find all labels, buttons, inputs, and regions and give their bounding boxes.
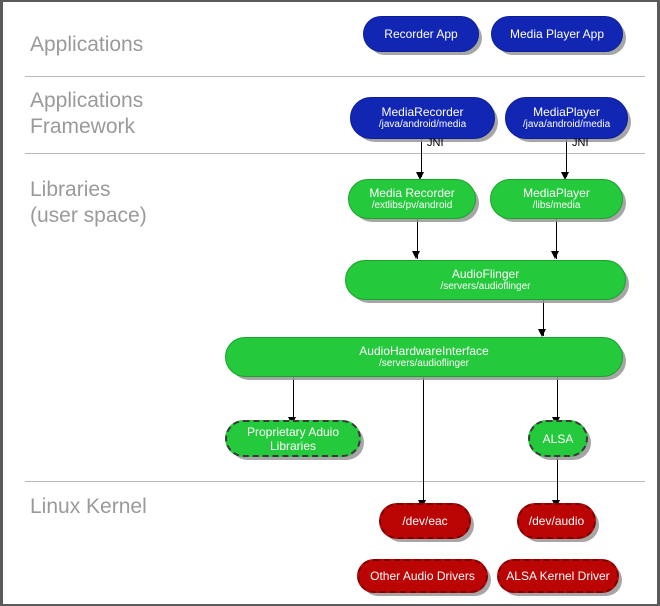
node-dev-eac-title: /dev/eac (402, 514, 448, 528)
node-mediaplayer-lib-title: MediaPlayer (523, 186, 590, 200)
node-mediarecorder-framework-title: MediaRecorder (381, 105, 464, 119)
connector-hardwareinterface-to-proprietary (293, 377, 294, 425)
node-mediaplayer-lib[interactable]: MediaPlayer /libs/media (490, 179, 623, 219)
node-audiohardwareinterface[interactable]: AudioHardwareInterface /servers/audiofli… (225, 337, 623, 377)
edge-label-jni-recorder: JNI (427, 137, 444, 149)
node-proprietary-audio-libs-title: Proprietary Aduio (246, 424, 340, 439)
node-proprietary-audio-libs[interactable]: Proprietary Aduio Libraries (225, 420, 361, 457)
node-dev-audio[interactable]: /dev/audio (517, 503, 596, 539)
node-media-recorder-lib-path: /extlibs/pv/android (371, 200, 453, 211)
arrowhead-mediarecorder-jni (416, 172, 424, 180)
node-media-player-app[interactable]: Media Player App (491, 16, 623, 52)
arrowhead-mediaplayer-to-audioflinger (551, 251, 559, 259)
arrowhead-audioflinger-to-hardwareinterface (538, 329, 546, 337)
node-mediaplayer-framework-path: /java/android/media (522, 119, 611, 130)
node-media-player-app-title: Media Player App (509, 27, 605, 41)
layer-label-applications-framework: Applications Framework (30, 89, 144, 138)
divider-applications (25, 76, 645, 77)
node-other-audio-drivers-title: Other Audio Drivers (370, 569, 475, 583)
node-mediaplayer-lib-path: /libs/media (532, 200, 581, 211)
node-mediaplayer-framework[interactable]: MediaPlayer /java/android/media (505, 97, 628, 139)
node-other-audio-drivers[interactable]: Other Audio Drivers (357, 559, 488, 593)
node-mediarecorder-framework-path: /java/android/media (378, 119, 467, 130)
connector-alsa-to-dev-audio (557, 457, 558, 508)
node-audiohardwareinterface-path: /servers/audioflinger (378, 358, 470, 369)
node-media-recorder-lib[interactable]: Media Recorder /extlibs/pv/android (348, 179, 476, 219)
divider-linux-kernel (25, 481, 645, 482)
connector-hardwareinterface-to-alsa (557, 377, 558, 425)
node-audioflinger-path: /servers/audioflinger (440, 281, 531, 292)
node-recorder-app[interactable]: Recorder App (363, 16, 479, 52)
node-alsa-kernel-driver[interactable]: ALSA Kernel Driver (497, 559, 619, 593)
node-media-recorder-lib-title: Media Recorder (369, 186, 455, 200)
node-alsa-kernel-driver-title: ALSA Kernel Driver (506, 569, 610, 583)
node-audioflinger[interactable]: AudioFlinger /servers/audioflinger (345, 260, 626, 300)
layer-label-libraries: Libraries (user space) (30, 178, 147, 227)
layer-label-linux-kernel: Linux Kernel (30, 495, 147, 518)
divider-applications-framework (25, 153, 645, 154)
connector-hardwareinterface-to-dev-eac (423, 377, 424, 508)
connector-audioflinger-to-hardwareinterface (543, 300, 544, 336)
connector-mediarecorder-jni (421, 139, 422, 177)
node-audiohardwareinterface-title: AudioHardwareInterface (359, 344, 489, 358)
connector-mediaplayer-jni (566, 139, 567, 177)
node-recorder-app-title: Recorder App (384, 27, 458, 41)
connector-mediarecorder-to-audioflinger (417, 219, 418, 259)
arrowhead-mediarecorder-to-audioflinger (412, 251, 420, 259)
node-audioflinger-title: AudioFlinger (451, 267, 520, 281)
node-alsa[interactable]: ALSA (528, 420, 588, 457)
node-proprietary-audio-libs-title2: Libraries (269, 438, 317, 453)
layer-label-applications: Applications (30, 33, 144, 56)
node-alsa-title: ALSA (542, 431, 574, 446)
node-dev-eac[interactable]: /dev/eac (379, 503, 471, 539)
node-mediarecorder-framework[interactable]: MediaRecorder /java/android/media (350, 97, 495, 139)
connector-mediaplayer-to-audioflinger (556, 219, 557, 259)
node-dev-audio-title: /dev/audio (528, 514, 585, 528)
arrowhead-mediaplayer-jni (561, 172, 569, 180)
node-mediaplayer-framework-title: MediaPlayer (533, 105, 600, 119)
edge-label-jni-player: JNI (572, 137, 589, 149)
